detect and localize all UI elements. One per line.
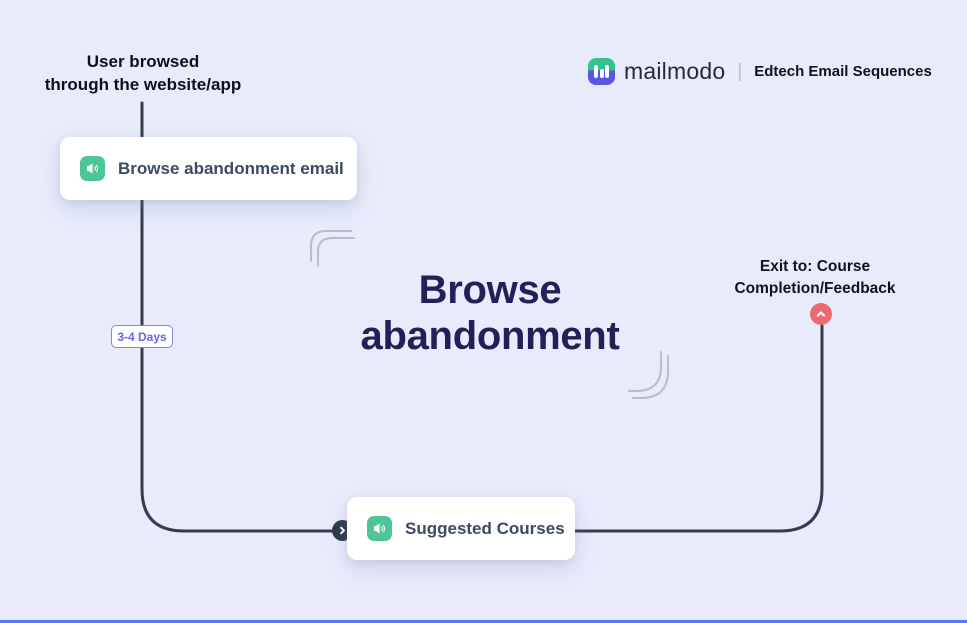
exit-heading-line1: Exit to: Course	[759, 258, 871, 275]
flow-title-line2: abandonment	[360, 314, 620, 358]
brand-subtitle: Edtech Email Sequences	[754, 63, 932, 80]
bottom-accent-bar	[0, 620, 967, 623]
mailmodo-logo-icon	[588, 58, 615, 85]
node-label: Browse abandonment email	[118, 158, 344, 178]
delay-badge[interactable]: 3-4 Days	[111, 325, 173, 348]
exit-heading-line2: Completion/Feedback	[734, 280, 896, 297]
trigger-heading-line1: User browsed	[86, 52, 200, 71]
decorative-bracket-top-left	[310, 230, 355, 267]
megaphone-icon	[80, 156, 105, 181]
chevron-right-icon	[340, 526, 345, 535]
exit-heading: Exit to: Course Completion/Feedback	[705, 256, 925, 300]
trigger-heading-line2: through the website/app	[44, 75, 242, 94]
node-label: Suggested Courses	[405, 518, 565, 538]
trigger-heading: User browsed through the website/app	[23, 50, 263, 96]
node-card-suggested-courses[interactable]: Suggested Courses	[347, 497, 575, 560]
flow-title-line1: Browse	[418, 268, 562, 312]
brand-separator: |	[737, 60, 743, 82]
node-card-browse-abandonment-email[interactable]: Browse abandonment email	[60, 137, 357, 200]
megaphone-icon	[367, 516, 392, 541]
brand-name: mailmodo	[624, 58, 726, 84]
exit-connector-dot[interactable]	[810, 303, 832, 325]
flow-title: Browse abandonment	[280, 267, 700, 359]
chevron-up-icon	[816, 311, 826, 317]
brand-header: mailmodo | Edtech Email Sequences	[588, 58, 932, 85]
